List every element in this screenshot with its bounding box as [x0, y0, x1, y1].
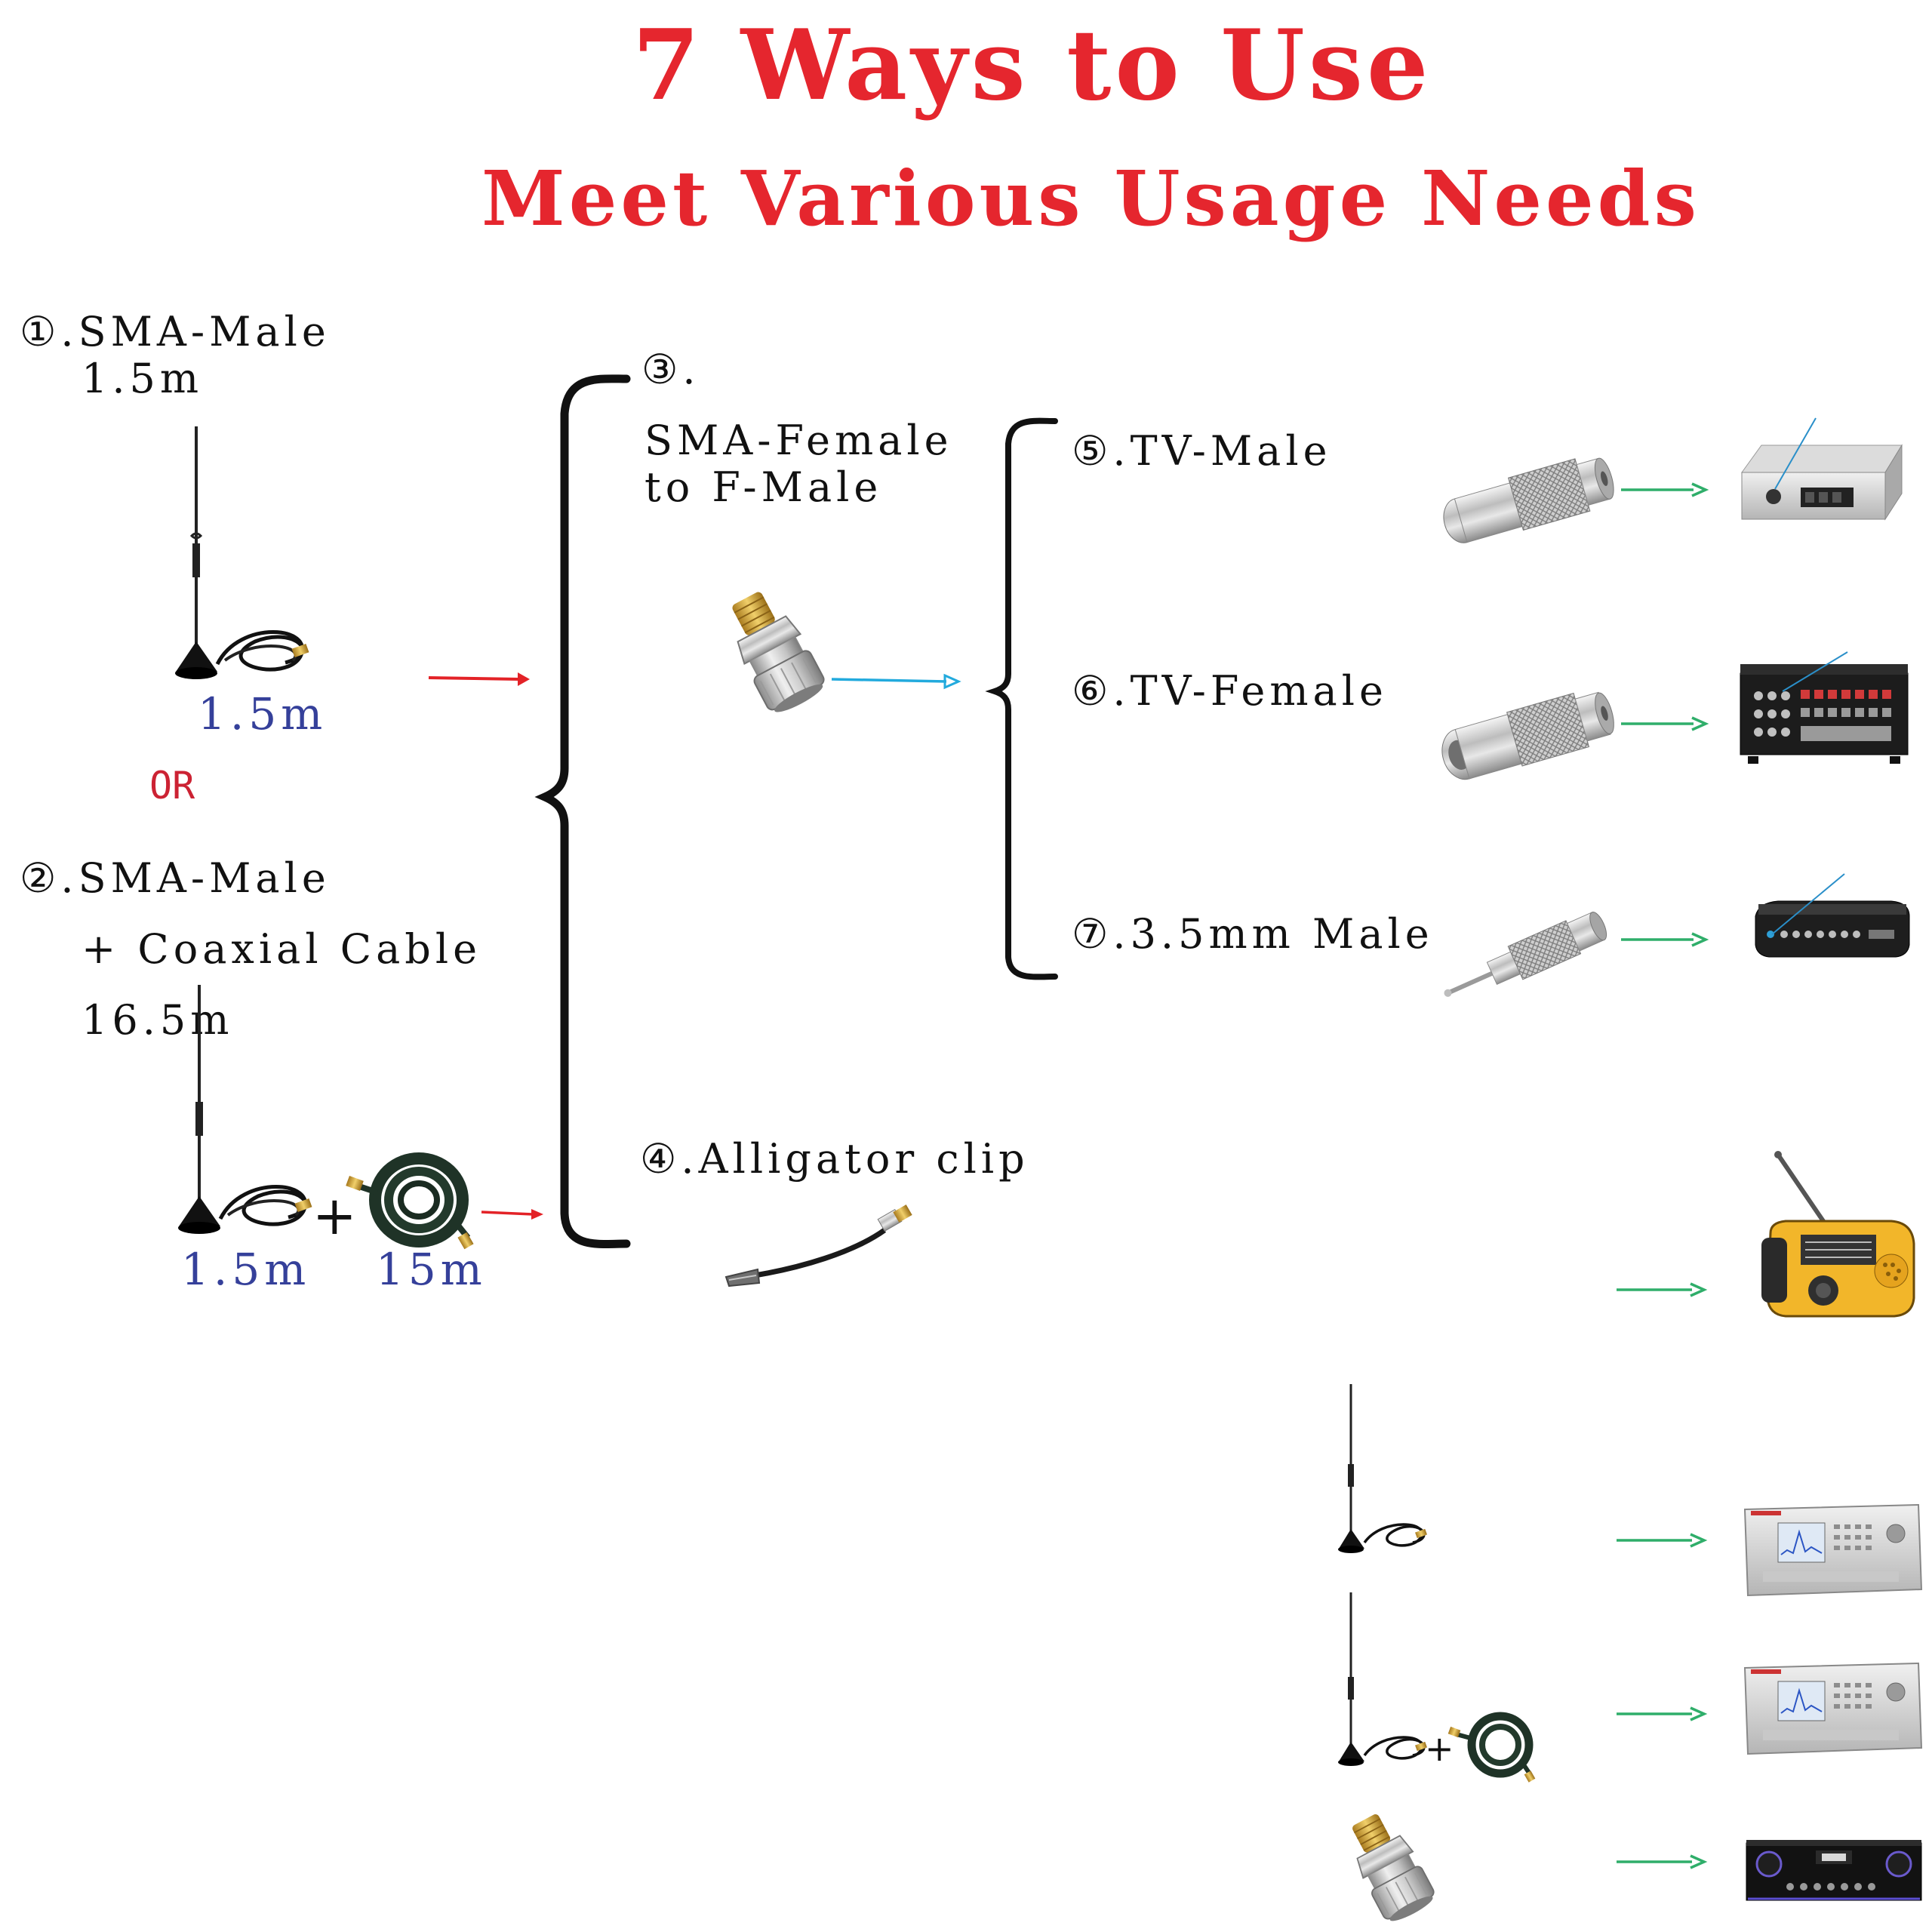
item2-total-length: 16.5m [82, 996, 234, 1044]
green-arrow [1617, 1533, 1708, 1548]
sma-to-f-adapter-icon [1352, 1814, 1435, 1921]
blue-arrow [831, 673, 961, 690]
coaxial-cable-icon [1447, 1712, 1536, 1783]
green-arrow [1617, 1282, 1708, 1297]
alligator-clip-icon [724, 1204, 912, 1287]
item3-title: SMA-Female [645, 417, 953, 464]
page-subtitle: Meet Various Usage Needs [481, 154, 1700, 243]
emergency-radio-icon [1761, 1151, 1915, 1318]
3-5mm-jack-adapter-icon [1444, 912, 1607, 997]
item1-length-label: 1.5m [82, 355, 204, 402]
item3-label: ③. [641, 346, 700, 393]
magnetic-antenna-icon [178, 985, 312, 1234]
item2-cable-length: 1.5m [181, 1244, 311, 1295]
green-arrow [1617, 1854, 1708, 1869]
green-arrow [1621, 716, 1709, 731]
magnetic-antenna-icon [1338, 1592, 1427, 1766]
green-arrow [1617, 1706, 1708, 1721]
sma-to-f-adapter-icon [732, 592, 825, 712]
green-arrow [1621, 932, 1709, 947]
spectrum-analyzer-icon [1743, 1662, 1923, 1755]
media-player-icon [1755, 873, 1910, 958]
item5-label: ⑤.TV-Male [1072, 427, 1332, 475]
page-title: 7 Ways to Use [632, 9, 1432, 122]
amplifier-icon [1746, 1840, 1922, 1901]
right-brace [985, 417, 1058, 980]
tv-female-adapter-icon [1441, 691, 1614, 780]
magnetic-antenna-icon [1338, 1384, 1427, 1553]
plus-sign: + [1425, 1728, 1454, 1769]
item2-subtitle: + Coaxial Cable [82, 925, 482, 973]
magnetic-antenna-icon [175, 426, 309, 679]
item7-label: ⑦.3.5mm Male [1072, 910, 1434, 958]
item4-label: ④.Alligator clip [640, 1135, 1029, 1183]
red-arrow [428, 672, 530, 686]
item6-label: ⑥.TV-Female [1072, 667, 1388, 715]
or-label: OR [149, 764, 195, 808]
red-arrow [481, 1209, 543, 1220]
tv-male-adapter-icon [1443, 457, 1614, 543]
spectrum-analyzer-icon [1743, 1503, 1923, 1597]
green-arrow [1621, 482, 1709, 497]
item3-subtitle: to F-Male [645, 463, 883, 511]
plus-sign: + [312, 1185, 357, 1247]
av-receiver-icon [1740, 651, 1909, 764]
left-brace [534, 374, 631, 1248]
tv-box-icon [1741, 417, 1903, 521]
item1-cable-length: 1.5m [198, 688, 328, 740]
item2-extension-length: 15m [376, 1244, 487, 1295]
item2-label: ②.SMA-Male [20, 854, 331, 902]
item1-label: ①.SMA-Male [20, 308, 331, 355]
coaxial-cable-icon [346, 1152, 474, 1250]
